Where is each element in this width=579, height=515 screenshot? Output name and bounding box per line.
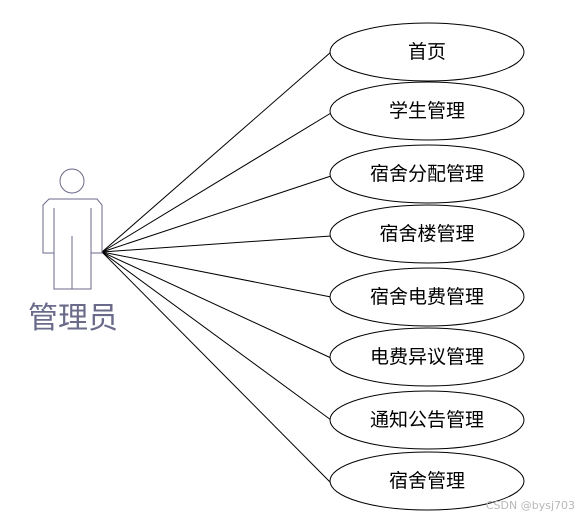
association-line (101, 251, 332, 484)
association-line (101, 112, 332, 253)
use-case-notice-management[interactable]: 通知公告管理 (329, 390, 525, 450)
use-case-label: 学生管理 (389, 100, 465, 122)
use-case-student-management[interactable]: 学生管理 (329, 81, 525, 141)
association-line (101, 175, 332, 253)
use-case-home[interactable]: 首页 (329, 22, 525, 82)
association-line (101, 251, 332, 298)
actor-label: 管理员 (28, 301, 118, 336)
association-line (101, 235, 332, 253)
use-case-label: 宿舍楼管理 (379, 223, 474, 245)
use-case-label: 宿舍分配管理 (370, 163, 484, 185)
association-line (101, 251, 332, 421)
association-lines (101, 51, 332, 484)
use-case-dorm-management[interactable]: 宿舍管理 (329, 451, 525, 511)
use-case-label: 电费异议管理 (370, 346, 484, 368)
person-icon (59, 168, 85, 194)
use-case-dorm-allocation-management[interactable]: 宿舍分配管理 (329, 144, 525, 204)
actor-figure (42, 168, 103, 290)
use-case-dorm-building-management[interactable]: 宿舍楼管理 (329, 204, 525, 264)
association-line (101, 251, 332, 359)
use-case-label: 首页 (408, 41, 446, 63)
use-case-fee-dispute-management[interactable]: 电费异议管理 (329, 327, 525, 387)
watermark: CSDN @bysj703 (486, 499, 575, 512)
use-case-dorm-electricity-fee-management[interactable]: 宿舍电费管理 (329, 267, 525, 327)
use-case-label: 宿舍电费管理 (370, 286, 484, 308)
use-case-label: 宿舍管理 (389, 470, 465, 492)
use-case-label: 通知公告管理 (370, 409, 484, 431)
association-line (101, 51, 332, 253)
